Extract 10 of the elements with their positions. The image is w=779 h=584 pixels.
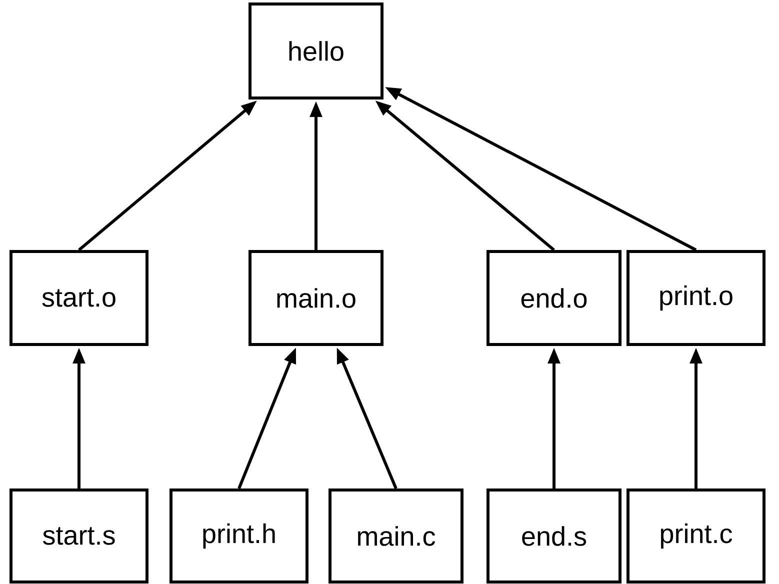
file-box: start.s: [10, 488, 148, 584]
file-box: hello: [248, 2, 384, 100]
file-box: print.o: [626, 250, 766, 346]
file-box: print.h: [170, 488, 308, 584]
file-box: print.c: [626, 488, 766, 584]
file-box: end.o: [486, 250, 622, 346]
file-box: main.o: [248, 250, 384, 346]
file-box: end.s: [486, 488, 622, 584]
file-box: main.c: [328, 488, 464, 584]
file-box: start.o: [10, 250, 148, 346]
